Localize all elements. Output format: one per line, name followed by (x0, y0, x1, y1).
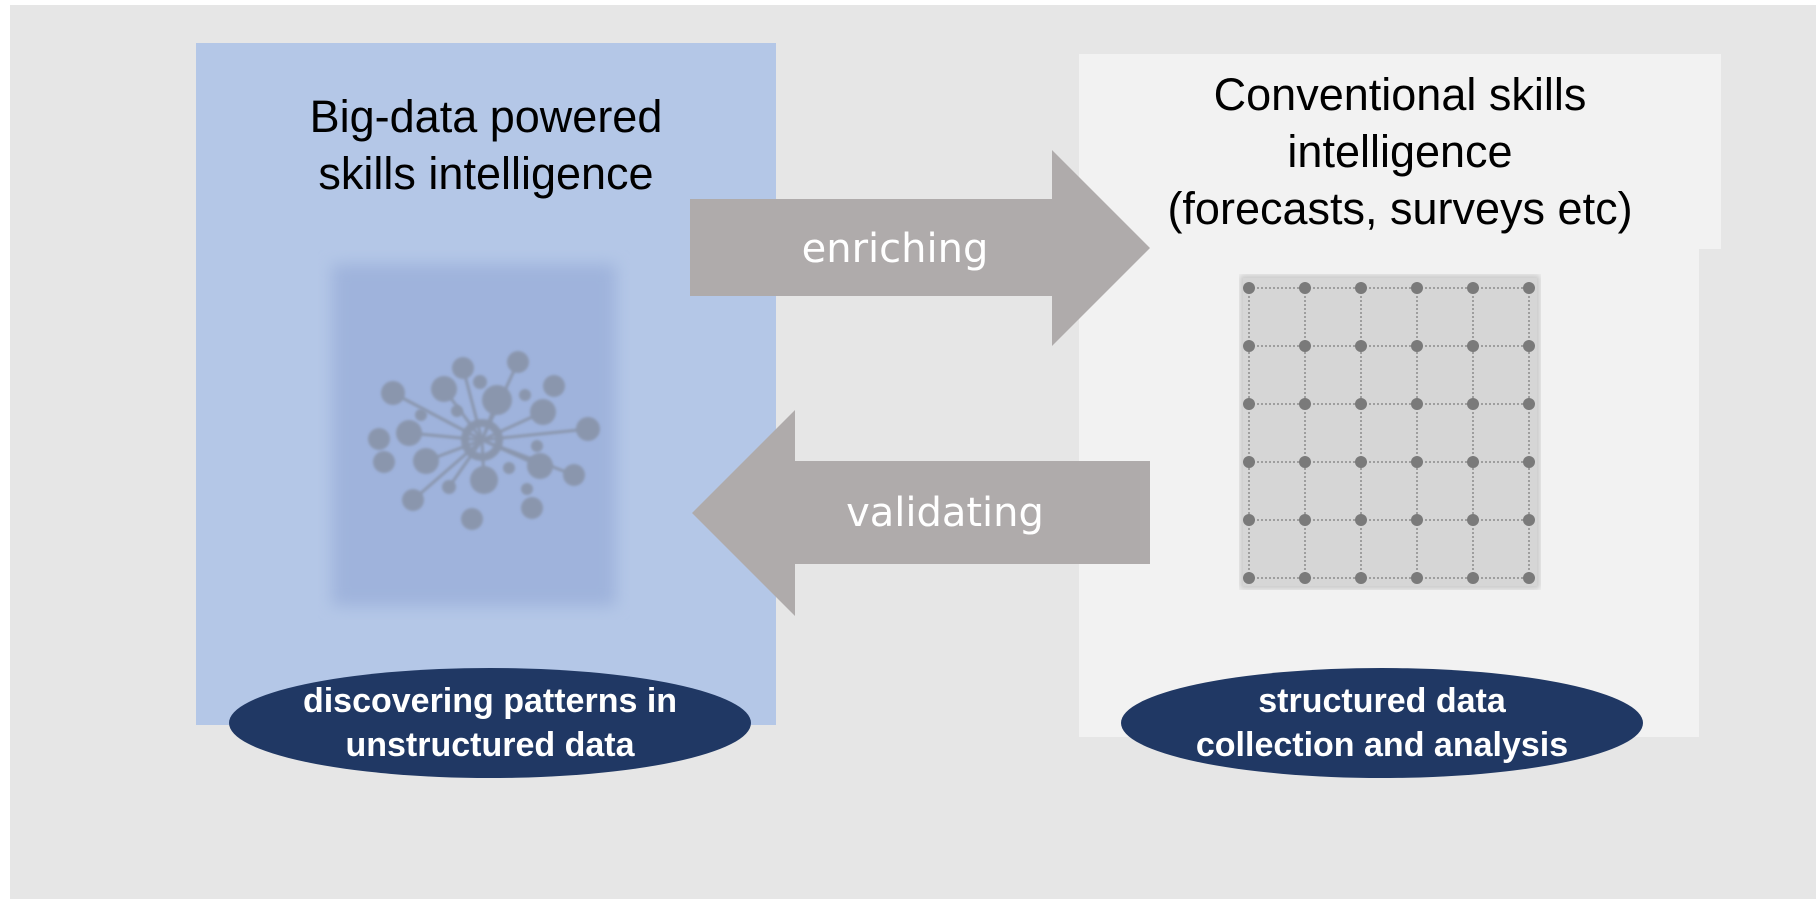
grid-node (1243, 572, 1255, 584)
conventional-panel (1079, 54, 1721, 249)
grid-node (1411, 456, 1423, 468)
grid-node (1299, 282, 1311, 294)
big-data-title-line2: skills intelligence (318, 148, 654, 199)
grid-network-icon (1240, 275, 1540, 589)
discovering-patterns-pill: discovering patterns in unstructured dat… (229, 668, 751, 778)
grid-node (1411, 398, 1423, 410)
grid-node (1523, 572, 1535, 584)
grid-node (1355, 514, 1367, 526)
grid-node (1411, 282, 1423, 294)
grid-node (1411, 572, 1423, 584)
pill-left-line2: unstructured data (345, 726, 635, 764)
big-data-title-line1: Big-data powered (309, 91, 663, 142)
grid-node (1467, 282, 1479, 294)
grid-node (1523, 398, 1535, 410)
network-cluster-icon (332, 264, 616, 606)
grid-node (1243, 456, 1255, 468)
grid-node (1243, 398, 1255, 410)
grid-node (1299, 340, 1311, 352)
grid-node (1467, 340, 1479, 352)
grid-node (1355, 398, 1367, 410)
conventional-title-line2: intelligence (1287, 126, 1513, 177)
grid-node (1467, 398, 1479, 410)
structured-data-pill: structured data collection and analysis (1121, 668, 1643, 778)
grid-node (1355, 340, 1367, 352)
conventional-title-line1: Conventional skills (1213, 69, 1587, 120)
grid-node (1467, 456, 1479, 468)
grid-node (1523, 514, 1535, 526)
grid-node (1355, 282, 1367, 294)
grid-node (1243, 282, 1255, 294)
pill-right-line2: collection and analysis (1195, 726, 1569, 764)
grid-node (1299, 572, 1311, 584)
conventional-title: Conventional skills intelligence (foreca… (1079, 66, 1721, 237)
big-data-title: Big-data powered skills intelligence (196, 88, 776, 202)
validating-arrow (692, 410, 1150, 616)
validating-label: validating (846, 490, 1044, 536)
grid-node (1299, 456, 1311, 468)
grid-node (1523, 340, 1535, 352)
grid-node (1411, 340, 1423, 352)
grid-node (1299, 398, 1311, 410)
grid-node (1355, 572, 1367, 584)
enriching-label: enriching (801, 226, 989, 272)
grid-node (1467, 514, 1479, 526)
grid-node (1355, 456, 1367, 468)
conventional-title-line3: (forecasts, surveys etc) (1167, 183, 1633, 234)
grid-node (1243, 514, 1255, 526)
grid-node (1299, 514, 1311, 526)
grid-node (1523, 456, 1535, 468)
pill-left-line1: discovering patterns in (302, 682, 678, 720)
grid-node (1411, 514, 1423, 526)
grid-node (1467, 572, 1479, 584)
pill-right-line1: structured data (1258, 682, 1506, 720)
enriching-arrow (690, 150, 1150, 346)
grid-node (1523, 282, 1535, 294)
grid-node (1243, 340, 1255, 352)
